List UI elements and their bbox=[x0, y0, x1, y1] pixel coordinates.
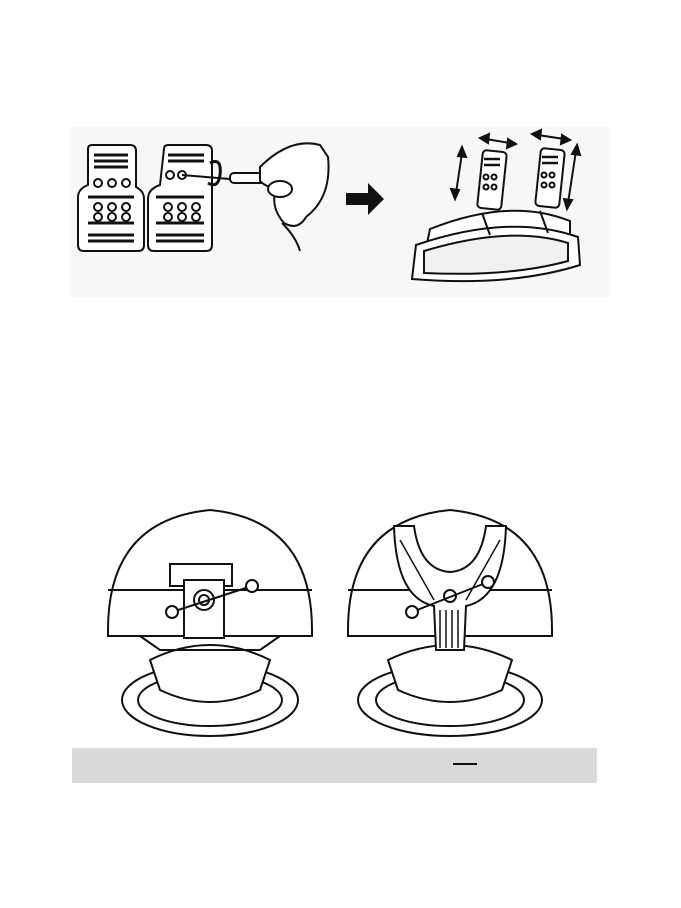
pedal-plate-left bbox=[78, 145, 144, 251]
wheel-mounting-figure bbox=[100, 500, 580, 740]
note-bar bbox=[72, 748, 597, 783]
pedal-adjustment-figure bbox=[70, 127, 610, 297]
mount-view-left bbox=[108, 510, 312, 736]
note-underline bbox=[453, 763, 477, 765]
mount-view-right bbox=[348, 510, 552, 736]
